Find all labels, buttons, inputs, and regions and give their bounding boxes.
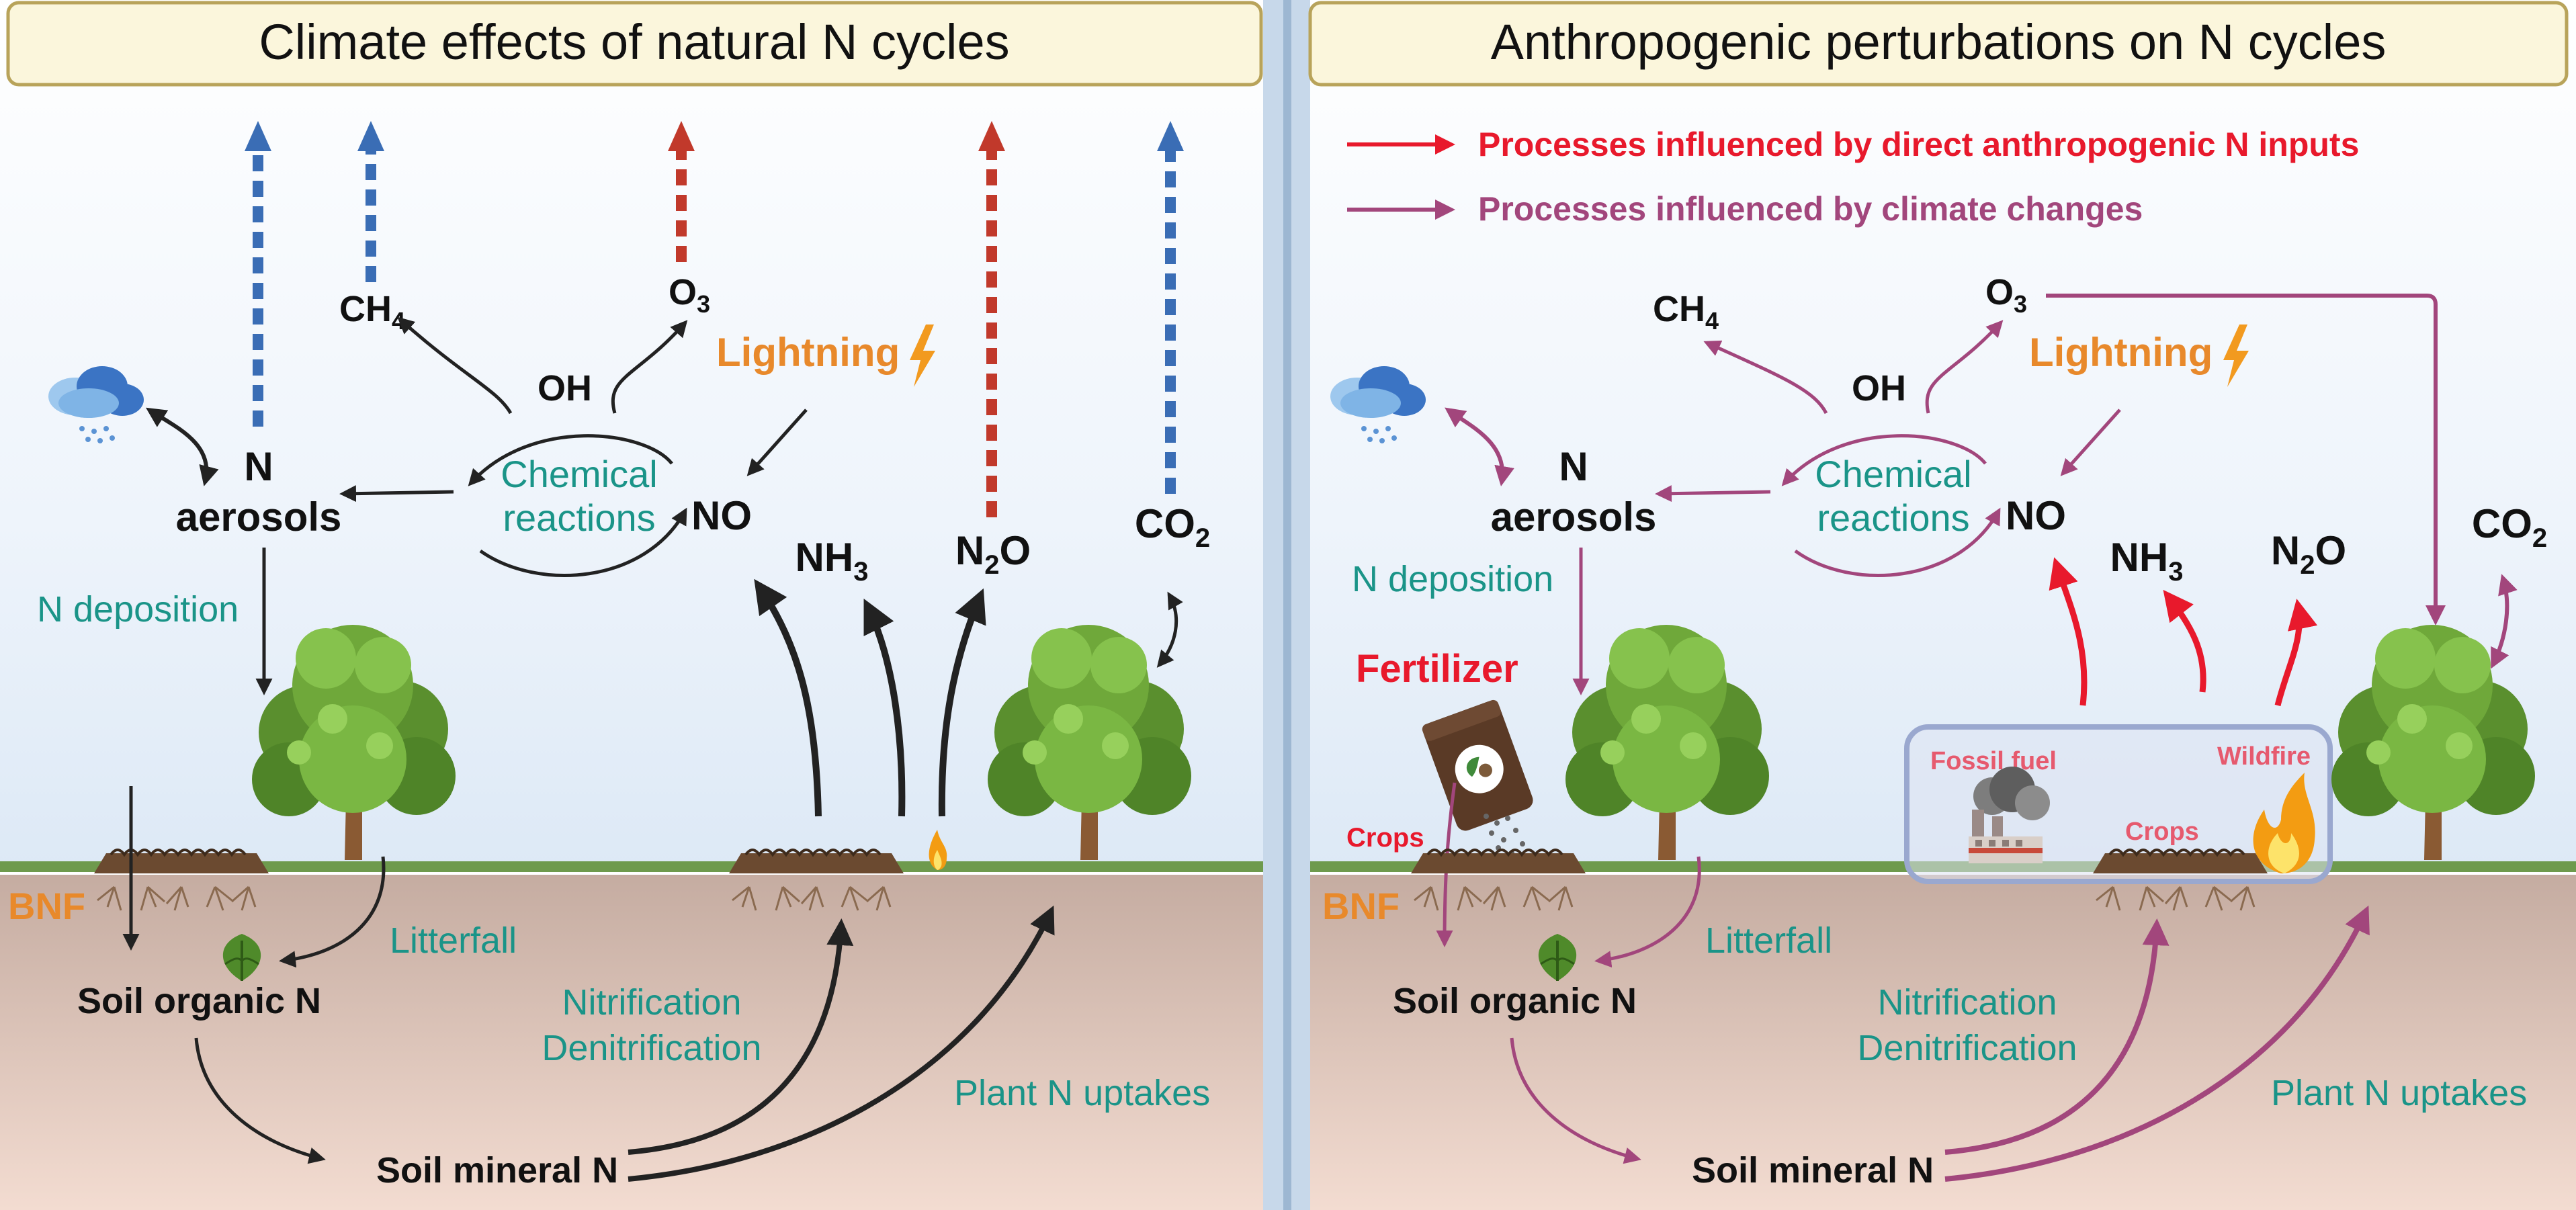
aerosols-label-right: aerosols [1491,494,1657,539]
plant-uptakes-label: Plant N uptakes [954,1073,1210,1113]
no-emission-arrow [2049,557,2088,706]
aerosols-label: aerosols [176,494,342,539]
soil-organic-label: Soil organic N [77,981,321,1021]
lightning-to-no-arrow [746,408,808,476]
oh-label: OH [538,368,592,408]
crops-label-left: Crops [1346,823,1424,853]
soil-mineral-label: Soil mineral N [376,1150,618,1191]
mineralization-arrow [194,1037,326,1164]
reaction-loop-top [468,434,673,486]
nitrification-arrow-right [1944,918,2170,1155]
nh3-emission-arrow-2 [863,599,906,817]
oh-to-ch4-arrow-right [1703,340,1828,415]
no-label: NO [691,493,752,538]
n-label-right: N [1559,444,1588,489]
lightning-to-no-arrow-right [2060,408,2121,476]
n2o-emission-arrow [2274,599,2318,707]
reactions-label: reactions [503,496,655,539]
n-deposition-label: N deposition [37,589,239,630]
reaction-loop-top-right [1781,434,1987,486]
wildfire-label: Wildfire [2217,742,2311,771]
reactions-to-aerosols-arrow [339,485,454,503]
reactions-to-aerosols-arrow-right [1655,485,1771,503]
cloud-aerosol-arrow-right [1445,407,1514,486]
right-panel: Anthropogenic perturbations on N cycles … [1308,0,2576,1210]
ch4-label-right: CH4 [1653,289,1719,335]
o3-label-right: O3 [1985,272,2027,318]
left-panel: Climate effects of natural N cycles CH4 … [0,0,1263,1210]
oh-label-right: OH [1852,368,1906,408]
litterfall-arrow-right [1594,856,1701,968]
oh-to-o3-arrow [611,320,688,414]
left-title: Climate effects of natural N cycles [259,14,1009,70]
crops-label-box: Crops [2125,818,2199,846]
no-label-right: NO [2006,493,2066,538]
n-label: N [244,444,273,489]
fertilizer-label: Fertilizer [1356,647,1518,691]
nh3-emission-arrow [2163,589,2206,693]
lightning-label-right: Lightning [2029,330,2213,375]
n2o-label-right: N2O [2271,528,2346,580]
o3-to-vegetation-arrow [2046,294,2446,625]
litterfall-label: Litterfall [390,920,517,961]
chemical-label: Chemical [501,453,657,495]
nh3-label-right: NH3 [2110,535,2184,587]
legend-direct-label: Processes influenced by direct anthropog… [1478,126,2359,163]
reaction-loop-bottom [479,507,687,577]
plant-uptakes-label-right: Plant N uptakes [2271,1073,2527,1113]
mineralization-arrow-right [1510,1037,1641,1164]
denitrification-label: Denitrification [542,1028,761,1068]
oh-to-ch4-arrow [397,316,513,415]
nh3-emission-arrow-1 [754,578,822,817]
fire-icon [2253,773,2315,873]
bnf-label: BNF [8,885,85,927]
ch4-label: CH4 [339,289,405,335]
right-title-box [1308,1,2569,87]
co2-exchange-arrow [1156,591,1183,668]
legend-climate-label: Processes influenced by climate changes [1478,190,2143,228]
soil-mineral-label-right: Soil mineral N [1692,1150,1934,1191]
lightning-label: Lightning [716,330,900,375]
o3-label: O3 [669,272,710,318]
n2o-label: N2O [955,528,1031,580]
fossil-fuel-label: Fossil fuel [1930,747,2057,775]
co2-label-right: CO2 [2472,501,2547,553]
denitrification-label-right: Denitrification [1857,1028,2077,1068]
litterfall-arrow [279,856,386,968]
fertilizer-granules [1484,814,1525,856]
nitrification-label-right: Nitrification [1877,982,2057,1023]
fertilizer-bag-icon [1422,699,1533,831]
chemical-label-right: Chemical [1815,453,1971,495]
soil-organic-label-right: Soil organic N [1393,981,1637,1021]
factory-icon [1969,767,2050,863]
co2-exchange-arrow-right [2491,574,2518,669]
left-title-box [6,1,1263,87]
nitrification-label: Nitrification [562,982,741,1023]
plant-uptake-arrow-right [1944,905,2370,1182]
nh3-label: NH3 [796,535,869,587]
right-title: Anthropogenic perturbations on N cycles [1491,14,2387,70]
nitrification-arrow [628,918,854,1155]
plant-uptake-arrow [628,905,1055,1182]
cloud-aerosol-arrow [145,407,219,486]
n-deposition-label-right: N deposition [1352,559,1553,599]
litterfall-label-right: Litterfall [1705,920,1832,961]
bnf-label-right: BNF [1322,885,1400,927]
oh-to-o3-arrow-right [1925,320,2004,414]
n2o-emission-arrow [938,588,986,817]
reaction-loop-bottom-right [1794,507,2001,577]
co2-label: CO2 [1135,501,1210,553]
reactions-label-right: reactions [1817,496,1969,539]
